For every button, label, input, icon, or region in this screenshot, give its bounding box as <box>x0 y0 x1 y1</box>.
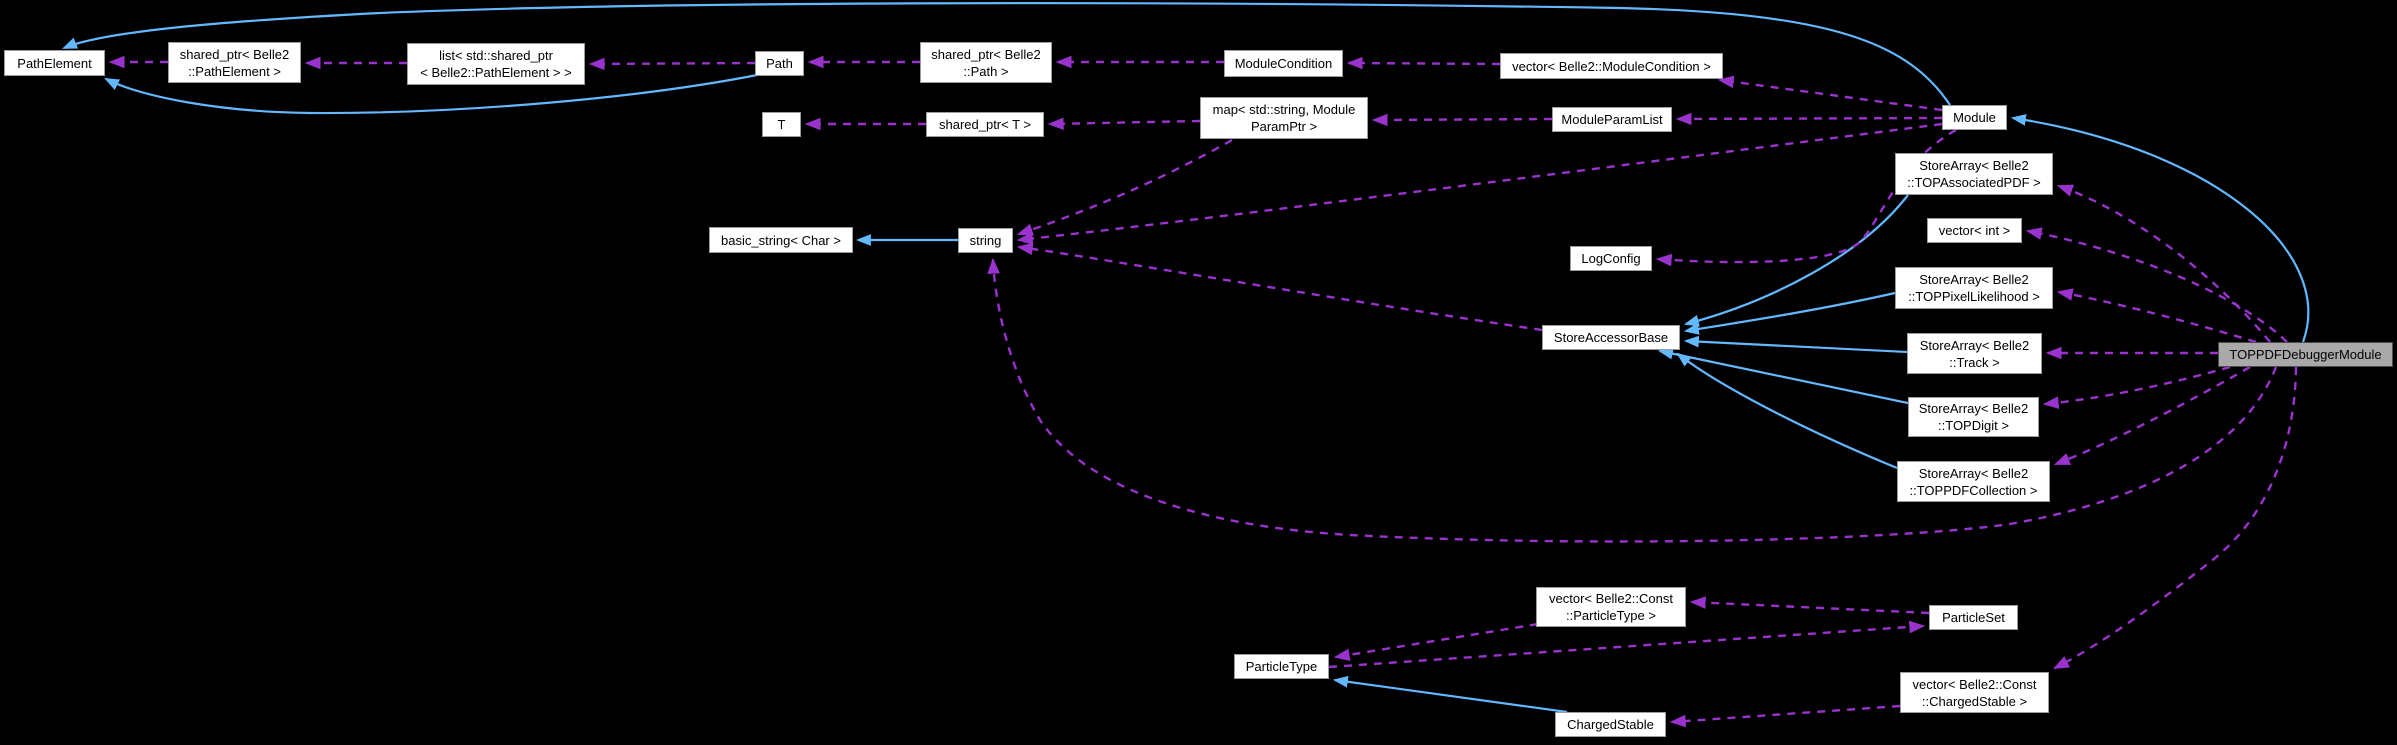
node-path-element[interactable]: PathElement <box>4 50 105 76</box>
edge-module-to-vector-module-condition <box>1717 75 1943 112</box>
node-vector-charged-stable[interactable]: vector< Belle2::Const ::ChargedStable > <box>1900 672 2049 713</box>
node-particle-type[interactable]: ParticleType <box>1234 654 1329 679</box>
node-sa-top-pdf-collection[interactable]: StoreArray< Belle2 ::TOPPDFCollection > <box>1897 461 2050 502</box>
edge-module-to-log-config <box>1655 128 1957 267</box>
node-list-shared-ptr[interactable]: list< std::shared_ptr < Belle2::PathElem… <box>407 43 585 85</box>
edge-sa-top-associated-pdf-to-store-accessor-base <box>1683 194 1909 327</box>
edge-vector-module-condition-to-module-condition <box>1346 56 1501 70</box>
node-sa-track[interactable]: StoreArray< Belle2 ::Track > <box>1907 333 2042 374</box>
node-module-condition[interactable]: ModuleCondition <box>1224 50 1343 77</box>
node-module-param-list[interactable]: ModuleParamList <box>1552 107 1672 132</box>
node-path[interactable]: Path <box>755 51 804 76</box>
edge-particle-set-to-vector-particle-type <box>1689 596 1930 615</box>
edge-sa-top-digit-to-store-accessor-base <box>1657 347 1909 405</box>
edge-module-to-path-element <box>62 2 1951 106</box>
edge-map-module-param-to-shared-ptr-t <box>1047 117 1201 131</box>
edge-map-module-param-to-string <box>1016 138 1233 236</box>
edge-module-to-module-param-list <box>1675 112 1943 126</box>
node-sa-top-associated-pdf[interactable]: StoreArray< Belle2 ::TOPAssociatedPDF > <box>1895 153 2053 195</box>
node-vector-particle-type[interactable]: vector< Belle2::Const ::ParticleType > <box>1536 587 1686 627</box>
node-module[interactable]: Module <box>1942 105 2007 130</box>
node-sa-top-pixel-likelihood[interactable]: StoreArray< Belle2 ::TOPPixelLikelihood … <box>1895 267 2053 309</box>
edge-toppdf-debugger-module-to-sa-top-pixel-likelihood <box>2056 288 2257 344</box>
edge-toppdf-debugger-module-to-vector-charged-stable <box>2052 366 2298 670</box>
node-log-config[interactable]: LogConfig <box>1570 246 1652 271</box>
node-particle-set[interactable]: ParticleSet <box>1929 605 2018 630</box>
node-toppdf-debugger-module[interactable]: TOPPDFDebuggerModule <box>2218 342 2393 367</box>
edge-toppdf-debugger-module-to-module <box>2010 114 2310 343</box>
edge-store-accessor-base-to-string <box>1016 242 1543 332</box>
node-vector-int[interactable]: vector< int > <box>1927 218 2022 243</box>
edge-toppdf-debugger-module-to-vector-int <box>2025 227 2288 343</box>
node-map-module-param[interactable]: map< std::string, Module ParamPtr > <box>1200 97 1368 139</box>
node-store-accessor-base[interactable]: StoreAccessorBase <box>1542 325 1680 350</box>
edge-toppdf-debugger-module-to-sa-top-digit <box>2042 365 2231 409</box>
node-string[interactable]: string <box>958 228 1013 253</box>
edge-toppdf-debugger-module-to-sa-top-associated-pdf <box>2056 184 2271 343</box>
edge-sa-top-pdf-collection-to-store-accessor-base <box>1676 352 1898 470</box>
edge-particle-type-to-particle-set <box>1328 620 1926 669</box>
edge-toppdf-debugger-module-to-string <box>987 257 2278 543</box>
edge-toppdf-debugger-module-to-sa-top-pdf-collection <box>2053 365 2251 466</box>
edge-module-to-string <box>1016 122 1943 245</box>
node-charged-stable[interactable]: ChargedStable <box>1555 712 1666 737</box>
edge-path-to-list-shared-ptr <box>588 57 756 71</box>
node-sa-top-digit[interactable]: StoreArray< Belle2 ::TOPDigit > <box>1908 397 2039 437</box>
edge-sa-track-to-store-accessor-base <box>1683 335 1908 354</box>
edge-charged-stable-to-particle-type <box>1332 675 1568 714</box>
edge-path-to-path-element <box>104 73 758 115</box>
node-basic-string[interactable]: basic_string< Char > <box>709 227 853 253</box>
edge-sa-top-pixel-likelihood-to-store-accessor-base <box>1683 291 1896 335</box>
node-t[interactable]: T <box>762 112 801 137</box>
node-shared-ptr-path-element[interactable]: shared_ptr< Belle2 ::PathElement > <box>168 42 301 83</box>
edge-module-param-list-to-map-module-param <box>1371 113 1553 127</box>
edge-vector-particle-type-to-particle-type <box>1333 622 1539 661</box>
node-shared-ptr-path[interactable]: shared_ptr< Belle2 ::Path > <box>920 42 1052 83</box>
node-shared-ptr-t[interactable]: shared_ptr< T > <box>926 112 1044 137</box>
edge-vector-charged-stable-to-charged-stable <box>1669 704 1901 728</box>
node-vector-module-condition[interactable]: vector< Belle2::ModuleCondition > <box>1500 53 1723 79</box>
